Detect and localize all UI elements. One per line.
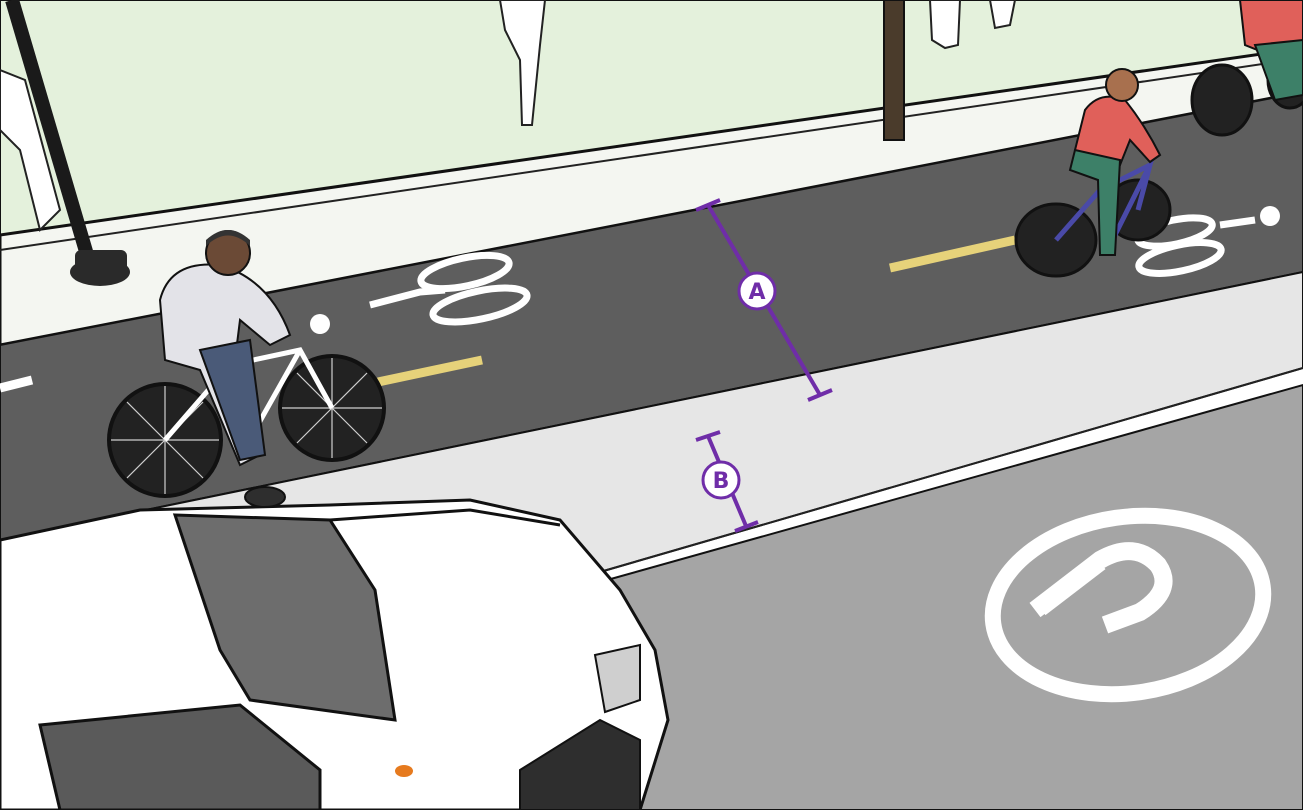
- dimension-label-b: B: [713, 469, 730, 494]
- dimension-label-a: A: [748, 280, 765, 305]
- tree-trunk: [884, 0, 904, 140]
- parked-car: [0, 487, 668, 810]
